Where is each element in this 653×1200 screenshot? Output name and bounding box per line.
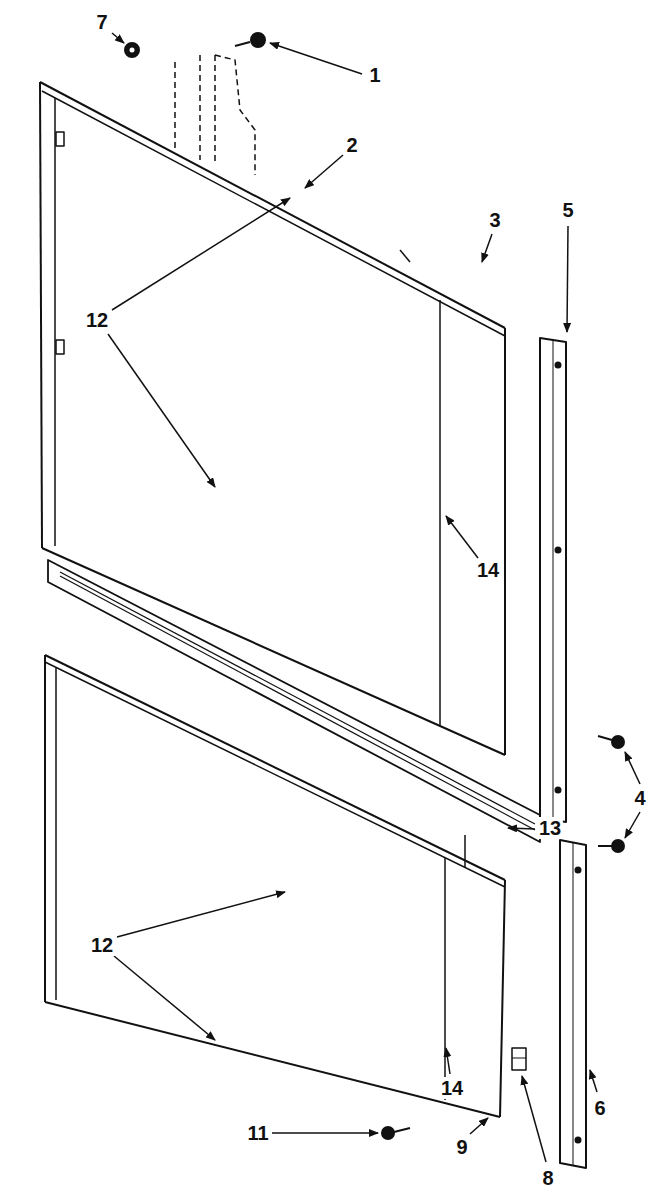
callout-number: 7 (94, 11, 109, 33)
callout-number: 12 (89, 934, 115, 956)
callout-number: 6 (592, 1097, 607, 1119)
callout-number: 2 (344, 134, 359, 156)
callout-number: 14 (439, 1077, 465, 1099)
callout-number: 3 (487, 209, 502, 231)
callout-number: 5 (560, 199, 575, 221)
callout-number: 14 (475, 559, 501, 581)
callout-number: 11 (245, 1122, 270, 1144)
callout-number: 1 (367, 64, 382, 86)
callout-number: 4 (632, 787, 647, 809)
callout-number: 13 (537, 817, 563, 839)
callout-number: 8 (540, 1167, 555, 1189)
callout-number: 9 (454, 1136, 469, 1158)
callout-number: 12 (84, 309, 110, 331)
